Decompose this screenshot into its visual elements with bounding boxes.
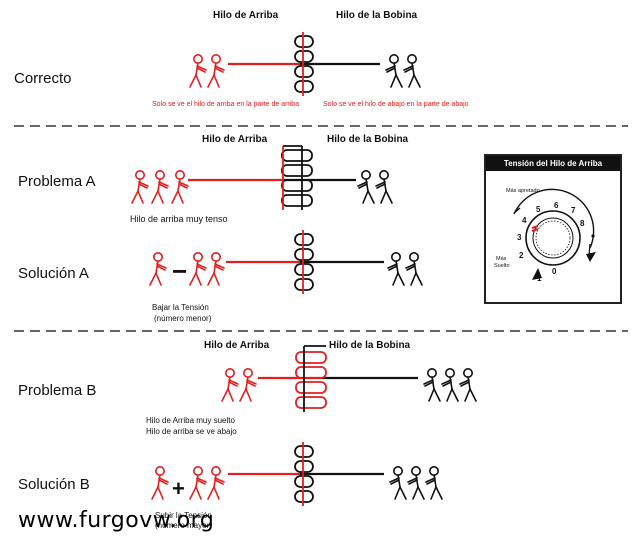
- note-solution-a-1: Bajar la Tensión: [152, 303, 209, 312]
- note-correct-upper: Solo se ve el hilo de arriba en la parte…: [152, 101, 300, 108]
- plus-sign: +: [172, 476, 185, 501]
- note-correct-lower: Solo se ve el hilo de abajo en la parte …: [323, 101, 469, 108]
- note-solution-a-2: (número menor): [154, 314, 212, 323]
- row-title-correcto: Correcto: [14, 70, 72, 87]
- row-solucion-b-graphic: [151, 441, 443, 507]
- dial-tick: [513, 207, 521, 214]
- tension-dial-panel: Tensión del Hilo de Arriba 1 2 3 4 5 6 7…: [484, 154, 622, 304]
- row-problema-a-graphic: [131, 145, 393, 210]
- dial-label-mas-suelto-1: Más: [496, 256, 507, 262]
- dial-number-0: 0: [552, 267, 557, 276]
- dial-label-mas-suelto-2: Suelto: [494, 263, 510, 269]
- row-title-solucion-b: Solución B: [18, 476, 90, 493]
- note-problem-a: Hilo de arriba muy tenso: [130, 214, 228, 224]
- dial-label-mas-apretado: Más apretado: [506, 188, 540, 194]
- dial-number-2: 2: [519, 251, 524, 260]
- header-hilo-bobina-a: Hilo de la Bobina: [327, 134, 409, 145]
- dial-knurl: [535, 220, 571, 256]
- header-hilo-arriba: Hilo de Arriba: [213, 10, 279, 21]
- dial-title: Tensión del Hilo de Arriba: [486, 156, 620, 171]
- row-title-problema-b: Problema B: [18, 382, 97, 399]
- header-hilo-bobina-b: Hilo de la Bobina: [329, 340, 411, 351]
- tension-dial: 1 2 3 4 5 6 7 8 0 Más apretado Más Suelt…: [494, 188, 596, 283]
- dial-arc: [513, 188, 595, 249]
- arrow-tighter-icon: [586, 252, 596, 262]
- arrow-looser-icon: [532, 268, 542, 280]
- note-solution-b-2: (número mayor): [155, 521, 212, 530]
- row-correcto-graphic: [189, 31, 421, 97]
- row-problema-b-graphic: [221, 345, 477, 412]
- dial-outer-ring: [525, 210, 581, 266]
- dial-inner-ring: [532, 217, 574, 259]
- row-solucion-a-graphic: [149, 229, 423, 295]
- note-solution-b-1: Subir la Tensión: [155, 511, 212, 520]
- note-problem-b-2: Hilo de arriba se ve abajo: [146, 427, 237, 436]
- dial-number-7: 7: [571, 206, 576, 215]
- dial-number-1: 1: [537, 274, 542, 283]
- dial-number-5: 5: [536, 205, 541, 214]
- header-hilo-arriba-b: Hilo de Arriba: [204, 340, 270, 351]
- watermark: www.furgovw.org: [18, 508, 215, 533]
- dial-number-8: 8: [580, 219, 585, 228]
- dial-number-6: 6: [554, 201, 559, 210]
- header-hilo-arriba-a: Hilo de Arriba: [202, 134, 268, 145]
- minus-sign: −: [172, 256, 187, 286]
- row-title-problema-a: Problema A: [18, 173, 96, 190]
- dial-red-indicator: [531, 224, 539, 230]
- dial-number-3: 3: [517, 233, 522, 242]
- dial-number-4: 4: [522, 216, 527, 225]
- row-title-solucion-a: Solución A: [18, 265, 89, 282]
- header-hilo-bobina: Hilo de la Bobina: [336, 10, 418, 21]
- note-problem-b-1: Hilo de Arriba muy suelto: [146, 416, 235, 425]
